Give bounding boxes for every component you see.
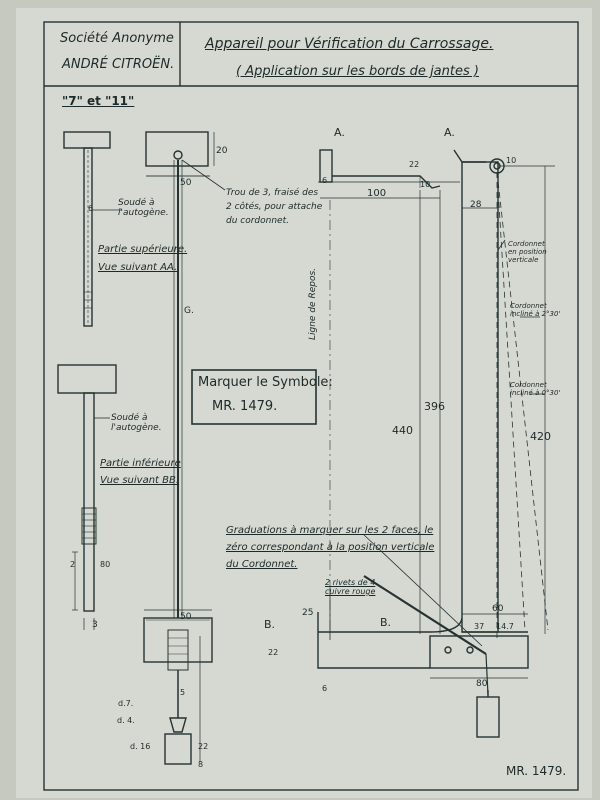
dim-37: 37 [474,622,485,631]
dimension-lines [144,132,555,762]
label-soude-top: Soudé à l'autogène. [118,198,169,218]
dim-50-top: 50 [180,178,192,188]
dim-80-right: 80 [476,679,488,689]
dim-d4: d. 4. [117,716,135,725]
dim-28: 28 [470,200,482,210]
symbol-box [191,369,317,425]
dim-22: 22 [198,742,209,751]
label-soude-bottom: Soudé à l'autogène. [111,413,162,433]
label-partie-superieure: Partie supérieure. [98,244,188,255]
dim-6-bottom: 6 [322,684,328,693]
dim-3: 3 [92,620,98,630]
dim-2: 2 [70,560,76,569]
dim-14-7: 14.7 [496,622,514,631]
section-b-left: B. [264,618,276,631]
label-cordonnet-vertical: Cordonnet en position verticale [508,240,547,264]
dim-10-right: 10 [506,156,517,165]
dim-d16: d. 16 [130,742,151,751]
dim-5: 5 [180,688,186,697]
label-rivets: 2 rivets de 4 cuivre rouge [325,578,376,596]
label-vue-aa: Vue suivant AA. [98,262,178,273]
section-a-left: A. [334,126,345,139]
dim-8: 8 [198,760,204,769]
symbol-label: Marquer le Symbole: [198,375,333,390]
label-trou: Trou de 3, fraisé des 2 côtés, pour atta… [226,188,323,226]
dim-25: 25 [302,608,314,618]
dim-g: G. [184,306,194,316]
drawing-subtitle: ( Application sur les bords de jantes ) [236,64,479,79]
leader-lines [92,159,545,647]
dim-6: 6 [88,204,94,213]
dim-22-top: 22 [409,160,420,169]
section-a-right: A. [444,126,455,139]
dim-396: 396 [424,400,445,413]
dim-50-bottom: 50 [180,612,192,622]
part-aa-upper [63,131,111,327]
model-label: "7" et "11" [62,94,135,108]
part-bb-lower [57,364,117,630]
main-assembly [317,149,549,738]
company-line-2: ANDRÉ CITROËN. [62,57,175,72]
dim-440: 440 [392,424,413,437]
label-vue-bb: Vue suivant BB. [100,475,180,486]
dim-20: 20 [216,146,228,156]
dim-6-left: 6 [322,176,328,185]
section-b-right: B. [380,616,392,629]
dim-100: 100 [367,188,387,199]
dim-d7: d.7. [118,699,134,708]
footer-reference: MR. 1479. [506,764,567,778]
label-graduations: Graduations à marquer sur les 2 faces, l… [226,525,435,570]
drawing-title: Appareil pour Vérification du Carrossage… [205,36,494,52]
label-cordonnet-2-30: Cordonnet incliné à 2°30' [510,302,561,318]
company-line-1: Société Anonyme [60,31,174,46]
drawing-frame [43,21,579,791]
label-partie-inferieure: Partie inférieure [100,458,181,469]
label-cordonnet-0-30: Cordonnet incliné à 0°30' [510,381,561,397]
dim-420: 420 [530,430,551,443]
label-ligne-repos: Ligne de Repos. [308,268,318,340]
dim-60: 60 [492,604,504,614]
dim-80-left: 80 [100,560,111,569]
dim-10: 10 [420,180,431,189]
plumb-rod [143,131,213,765]
symbol-code: MR. 1479. [212,399,278,414]
dim-22-left: 22 [268,648,279,657]
